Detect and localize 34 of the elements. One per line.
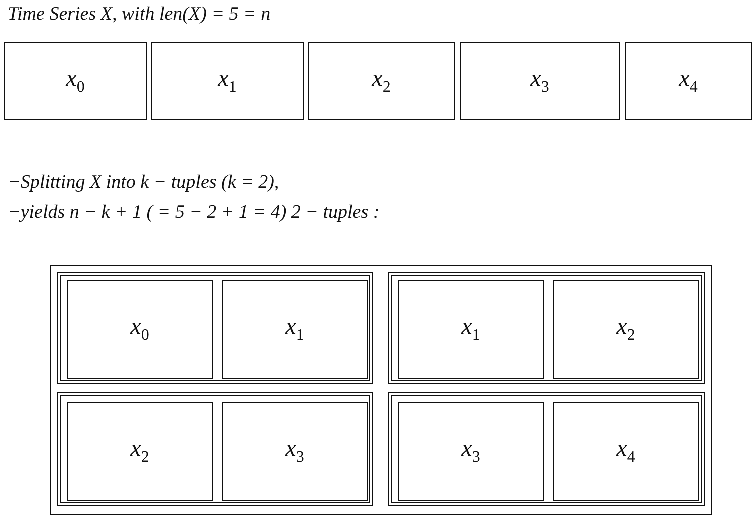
- element-box: [222, 402, 368, 501]
- tuple-box: [57, 392, 373, 506]
- element-box: [553, 280, 699, 379]
- element-label: x$_{1}$: [462, 315, 480, 344]
- element-label: x$_{3}$: [286, 437, 304, 466]
- tuple-box: [388, 392, 705, 506]
- title: Time Series X, with len(X) = 5 = n: [8, 4, 271, 26]
- element-box: [222, 280, 368, 379]
- series-cell: [625, 42, 752, 120]
- element-box: [553, 402, 699, 501]
- note-text: −yields n − k + 1 ( = 5 − 2 + 1 = 4) 2 − tuples :: [8, 202, 380, 224]
- element-box: [398, 280, 544, 379]
- series-cell: [460, 42, 620, 120]
- element-label: x$_{0}$: [66, 66, 85, 96]
- element-label: x$_{3}$: [462, 437, 480, 466]
- element-label: x$_{4}$: [679, 66, 698, 96]
- element-label: x$_{3}$: [530, 66, 550, 96]
- tuple-box: [388, 272, 705, 384]
- element-box: [67, 280, 213, 379]
- series-cell: [308, 42, 455, 120]
- element-label: x$_{2}$: [372, 66, 391, 96]
- element-label: x$_{2}$: [130, 437, 150, 466]
- element-label: x$_{2}$: [616, 315, 636, 344]
- element-box: [398, 402, 544, 501]
- element-label: x$_{1}$: [218, 66, 237, 96]
- element-label: x$_{4}$: [616, 437, 636, 466]
- element-label: x$_{0}$: [130, 315, 150, 344]
- series-cell: [4, 42, 147, 120]
- note-text: −Splitting X into k − tuples (k = 2),: [8, 172, 280, 194]
- element-box: [67, 402, 213, 501]
- series-cell: [151, 42, 304, 120]
- container-box: [50, 265, 712, 515]
- tuple-box: [57, 272, 373, 384]
- element-label: x$_{1}$: [286, 315, 304, 344]
